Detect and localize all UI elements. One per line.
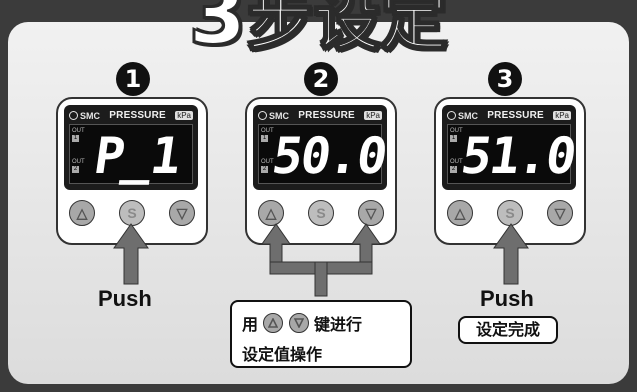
up-triangle-icon: △: [265, 204, 277, 221]
up-button-icon: [263, 313, 284, 333]
down-button[interactable]: ▽: [169, 200, 195, 226]
unit-label: kPa: [175, 111, 193, 120]
pressure-label: PRESSURE: [487, 110, 544, 121]
page-title: 3步设定: [0, 0, 637, 60]
title-text: 步设定: [246, 0, 449, 60]
hint-callout: 用 键进行 设定值操作: [230, 300, 412, 368]
title-number: 3: [188, 0, 248, 63]
down-button[interactable]: ▽: [358, 200, 384, 226]
pressure-label: PRESSURE: [298, 110, 355, 121]
unit-label: kPa: [364, 111, 382, 120]
step-1-number: 1: [116, 62, 150, 96]
smc-logo: SMC: [447, 111, 478, 121]
step-2-number: 2: [304, 62, 338, 96]
set-button[interactable]: S: [119, 200, 145, 226]
push-label-step-3: Push: [480, 286, 534, 311]
bracket-arrows-icon: [261, 223, 381, 297]
set-label: S: [127, 205, 137, 221]
set-label: S: [316, 205, 326, 221]
up-triangle-icon: △: [76, 204, 88, 221]
smc-logo: SMC: [258, 111, 289, 121]
up-button[interactable]: △: [447, 200, 473, 226]
unit-label: kPa: [553, 111, 571, 120]
down-button[interactable]: ▽: [547, 200, 573, 226]
down-triangle-icon: ▽: [365, 204, 377, 221]
arrow-up-icon: [493, 223, 529, 285]
smc-logo: SMC: [69, 111, 100, 121]
down-triangle-icon: ▽: [554, 204, 566, 221]
up-button[interactable]: △: [69, 200, 95, 226]
setting-complete-label: 设定完成: [458, 316, 558, 344]
push-label-step-1: Push: [98, 286, 152, 311]
hint-line-2: 设定值操作: [242, 345, 323, 364]
arrow-up-icon: [113, 223, 149, 285]
hint-pre-text: 用: [242, 315, 259, 334]
set-button[interactable]: S: [308, 200, 334, 226]
down-button-icon: [289, 313, 310, 333]
hint-post-text: 键进行: [314, 315, 363, 334]
set-label: S: [505, 205, 515, 221]
down-triangle-icon: ▽: [176, 204, 188, 221]
pressure-label: PRESSURE: [109, 110, 166, 121]
step-3-number: 3: [488, 62, 522, 96]
up-triangle-icon: △: [454, 204, 466, 221]
up-button[interactable]: △: [258, 200, 284, 226]
